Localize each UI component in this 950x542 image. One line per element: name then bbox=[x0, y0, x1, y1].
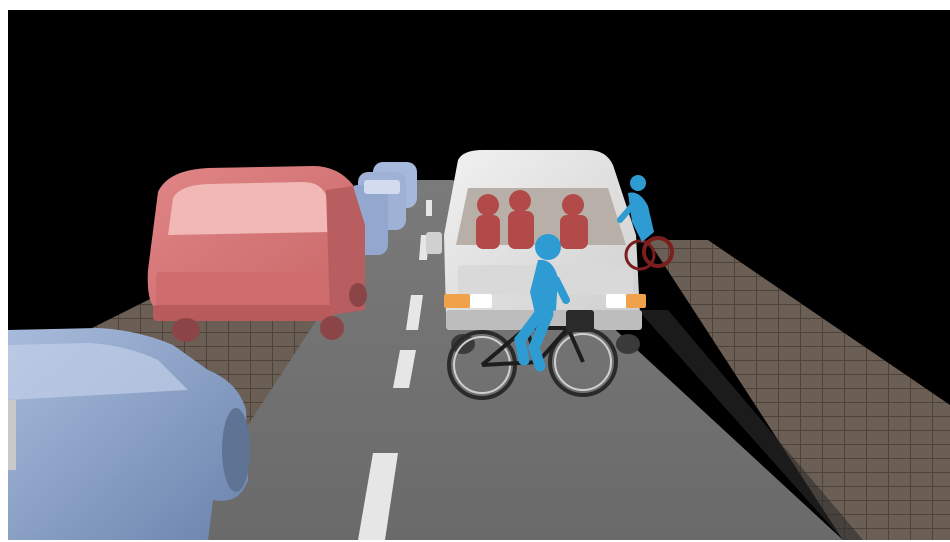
street-scene-svg bbox=[8, 10, 950, 540]
van-occupants bbox=[476, 190, 588, 249]
street-scene-render bbox=[8, 10, 950, 540]
road-curb-shadow bbox=[638, 310, 863, 540]
bike-basket bbox=[566, 310, 594, 332]
right-sidewalk bbox=[648, 240, 950, 540]
cyclist-icon bbox=[447, 234, 618, 400]
blue-car-icon bbox=[8, 328, 250, 540]
distant-cyclist bbox=[617, 175, 674, 271]
lane-markings bbox=[358, 200, 432, 540]
red-van-icon bbox=[147, 166, 367, 342]
road-icon bbox=[173, 180, 843, 540]
